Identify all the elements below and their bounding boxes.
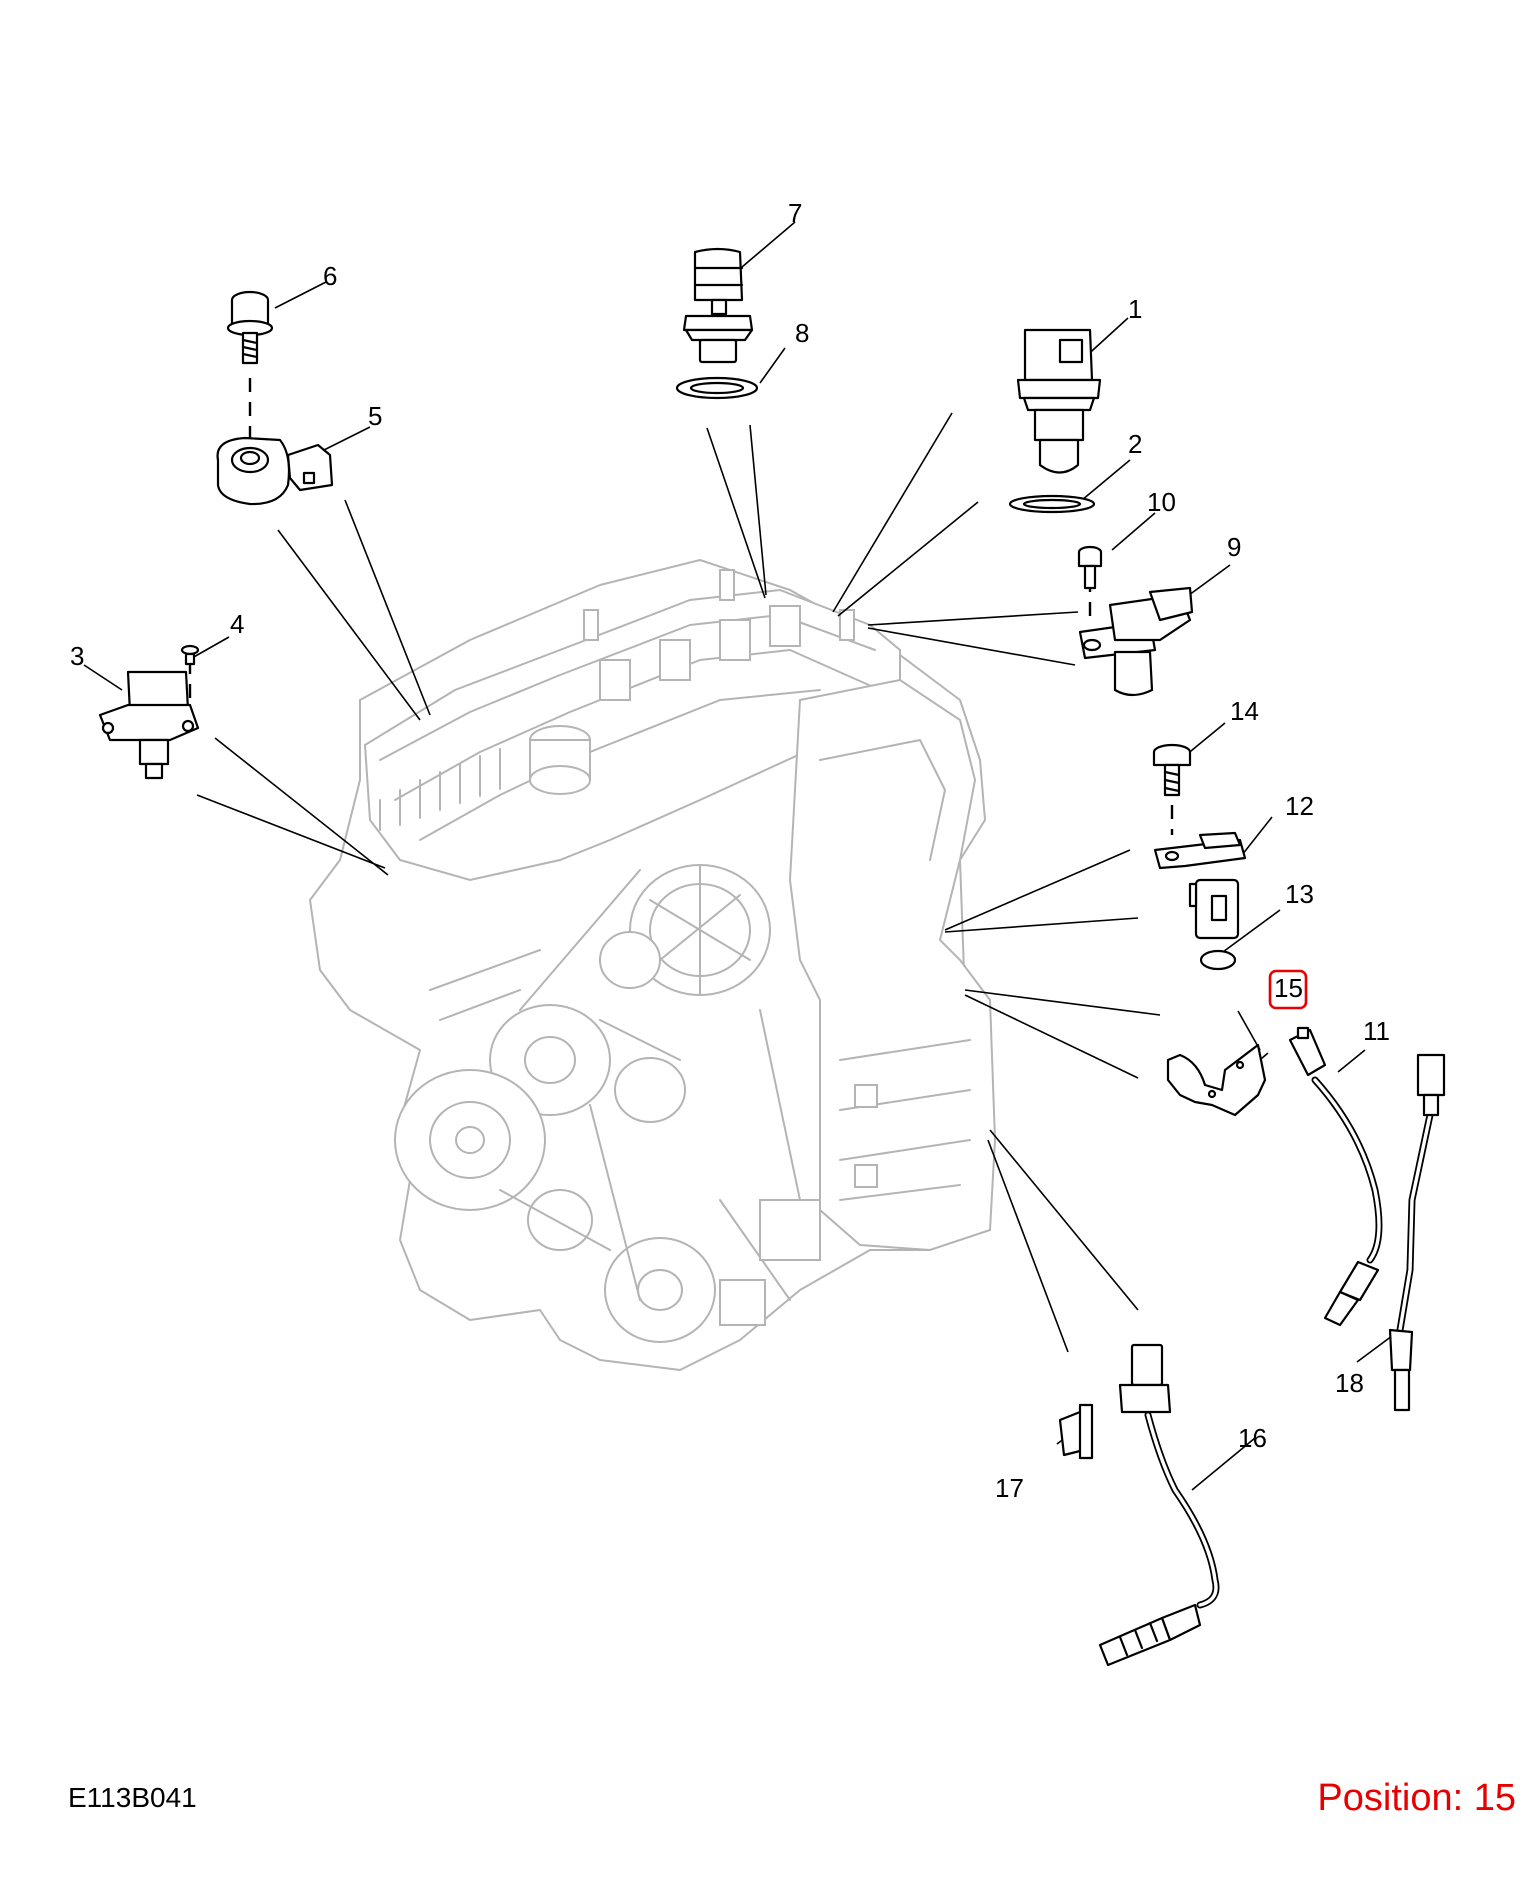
part-2-seal-washer[interactable] [1008, 494, 1096, 514]
part-18-oxygen-sensor[interactable] [1388, 1053, 1446, 1412]
callout-18[interactable]: 18 [1335, 1368, 1364, 1398]
callout-5[interactable]: 5 [368, 401, 382, 431]
part-6-bolt[interactable] [226, 290, 274, 365]
callout-17[interactable]: 17 [995, 1473, 1024, 1503]
callout-numbers: 7 6 1 8 5 2 10 9 4 3 14 12 13 15 11 16 1… [70, 198, 1390, 1503]
part-5-knock-sensor[interactable] [216, 436, 334, 506]
callout-10[interactable]: 10 [1147, 487, 1176, 517]
part-7-pressure-sensor[interactable] [682, 247, 754, 364]
part-11-oxygen-sensor[interactable] [1288, 1026, 1383, 1327]
part-13-sensor-oring[interactable] [1188, 878, 1240, 971]
callout-3[interactable]: 3 [70, 641, 84, 671]
part-1-temperature-sensor[interactable] [1016, 328, 1102, 474]
selected-callout-highlight [1268, 969, 1308, 1010]
part-16-oxygen-sensor[interactable] [1098, 1343, 1220, 1667]
engine-assembly-illustration [309, 559, 997, 1371]
part-4-screw[interactable] [180, 644, 200, 666]
callout-2[interactable]: 2 [1128, 429, 1142, 459]
part-3-map-sensor[interactable] [98, 670, 200, 780]
callout-6[interactable]: 6 [323, 261, 337, 291]
callout-7[interactable]: 7 [788, 198, 802, 228]
part-14-bolt[interactable] [1152, 743, 1192, 797]
position-label: Position: 15 [1317, 1777, 1516, 1819]
part-9-camshaft-sensor[interactable] [1078, 586, 1194, 697]
callout-8[interactable]: 8 [795, 318, 809, 348]
part-17-cable-clip[interactable] [1058, 1403, 1094, 1460]
callout-4[interactable]: 4 [230, 609, 244, 639]
callout-15[interactable]: 15 [1274, 973, 1303, 1003]
callout-14[interactable]: 14 [1230, 696, 1259, 726]
diagram-id-code: E113B041 [68, 1782, 197, 1813]
callout-9[interactable]: 9 [1227, 532, 1241, 562]
callout-1[interactable]: 1 [1128, 294, 1142, 324]
callout-11[interactable]: 11 [1363, 1016, 1390, 1046]
part-12-sensor-bracket[interactable] [1153, 831, 1247, 870]
callout-16[interactable]: 16 [1238, 1423, 1267, 1453]
callout-13[interactable]: 13 [1285, 879, 1314, 909]
part-10-bolt[interactable] [1077, 545, 1103, 590]
callout-12[interactable]: 12 [1285, 791, 1314, 821]
part-15-heat-shield-bracket[interactable] [1166, 1043, 1267, 1117]
part-8-seal-washer[interactable] [675, 376, 759, 400]
